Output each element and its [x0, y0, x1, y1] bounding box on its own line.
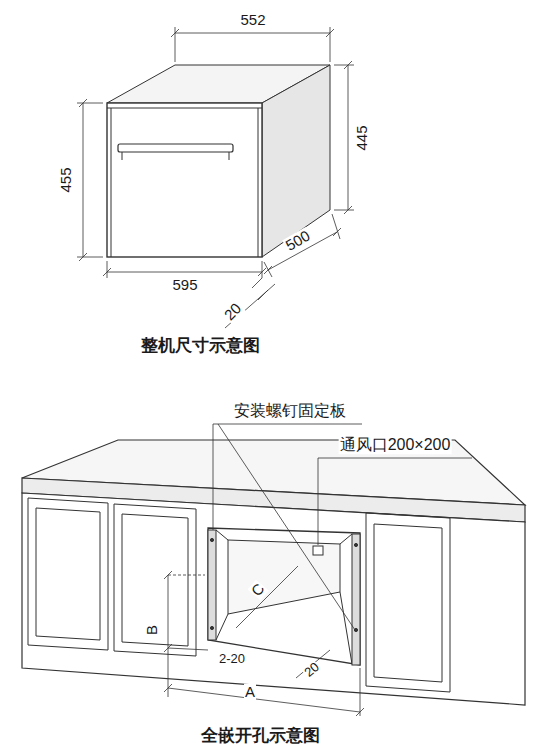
caption-text: 全嵌开孔示意图: [200, 727, 321, 746]
dimension-label: 2-20: [218, 652, 246, 666]
callout-label: 安装螺钉固定板: [233, 402, 347, 420]
dimension-label: 552: [239, 12, 266, 29]
dimension-label: B: [144, 624, 161, 636]
leader-lines: [213, 424, 472, 630]
callout-label: 通风口200×200: [339, 436, 452, 454]
oven-drawing: [107, 65, 330, 257]
cutout-dimension-lines: [164, 566, 364, 716]
dimension-label: A: [244, 684, 256, 701]
dimension-label: 595: [171, 277, 198, 294]
cabinet-drawing: [22, 440, 525, 705]
oven-dimension-lines: [77, 27, 354, 328]
dimension-label: 20: [221, 300, 246, 325]
dimension-label: 455: [58, 166, 75, 193]
caption-text: 整机尺寸示意图: [140, 337, 261, 356]
dimension-label: 445: [354, 124, 371, 151]
